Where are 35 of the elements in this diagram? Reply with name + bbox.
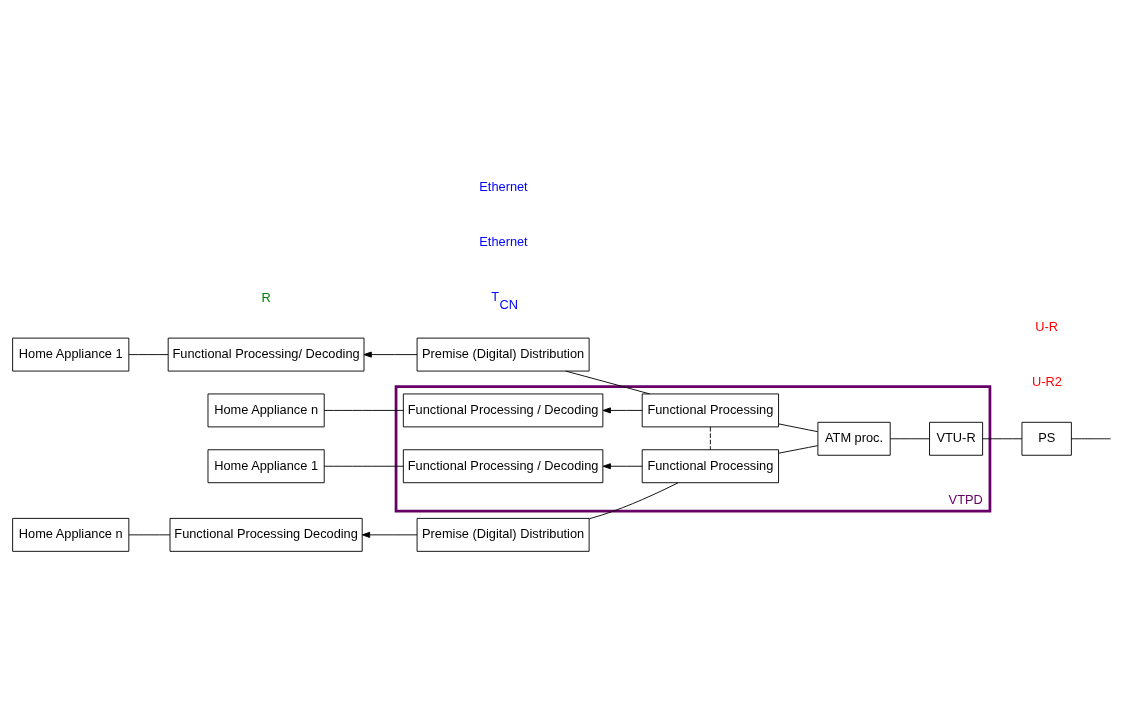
label: Ethernet [479,178,528,194]
connector [323,409,404,411]
label: R [261,290,271,306]
node-box: Functional Processing / Decoding [402,449,604,484]
connector [128,354,169,356]
connector [128,534,171,536]
connector [1071,438,1112,440]
node-box: ATM proc. [817,421,891,456]
connector [709,426,711,451]
connector [889,438,930,440]
arrow [363,351,418,358]
node-box: Home Appliance 1 [12,337,130,372]
connector [778,423,819,433]
arrow [602,463,643,470]
connector [588,482,679,520]
connector [778,445,819,454]
node-box: VTU-R [929,421,984,456]
node-box: Functional Processing / Decoding [402,393,604,428]
label: U-R2 [1032,374,1062,390]
node-box: Home Appliance 1 [207,449,325,484]
node-box: Home Appliance n [207,393,325,428]
node-box: Functional Processing [641,393,779,428]
arrow [602,407,643,414]
node-box: Home Appliance n [12,517,130,552]
node-box: PS [1021,421,1072,456]
node-box: Functional Processing [641,449,779,484]
label: U-R [1035,318,1058,334]
node-box: Functional Processing/ Decoding [167,337,365,372]
node-box: Premise (Digital) Distribution [416,517,590,552]
connector [323,465,404,467]
connector [982,438,1023,440]
node-box: Functional Processing Decoding [169,517,363,552]
node-box: Premise (Digital) Distribution [416,337,590,372]
label: Ethernet [479,234,528,250]
arrow [361,531,418,538]
